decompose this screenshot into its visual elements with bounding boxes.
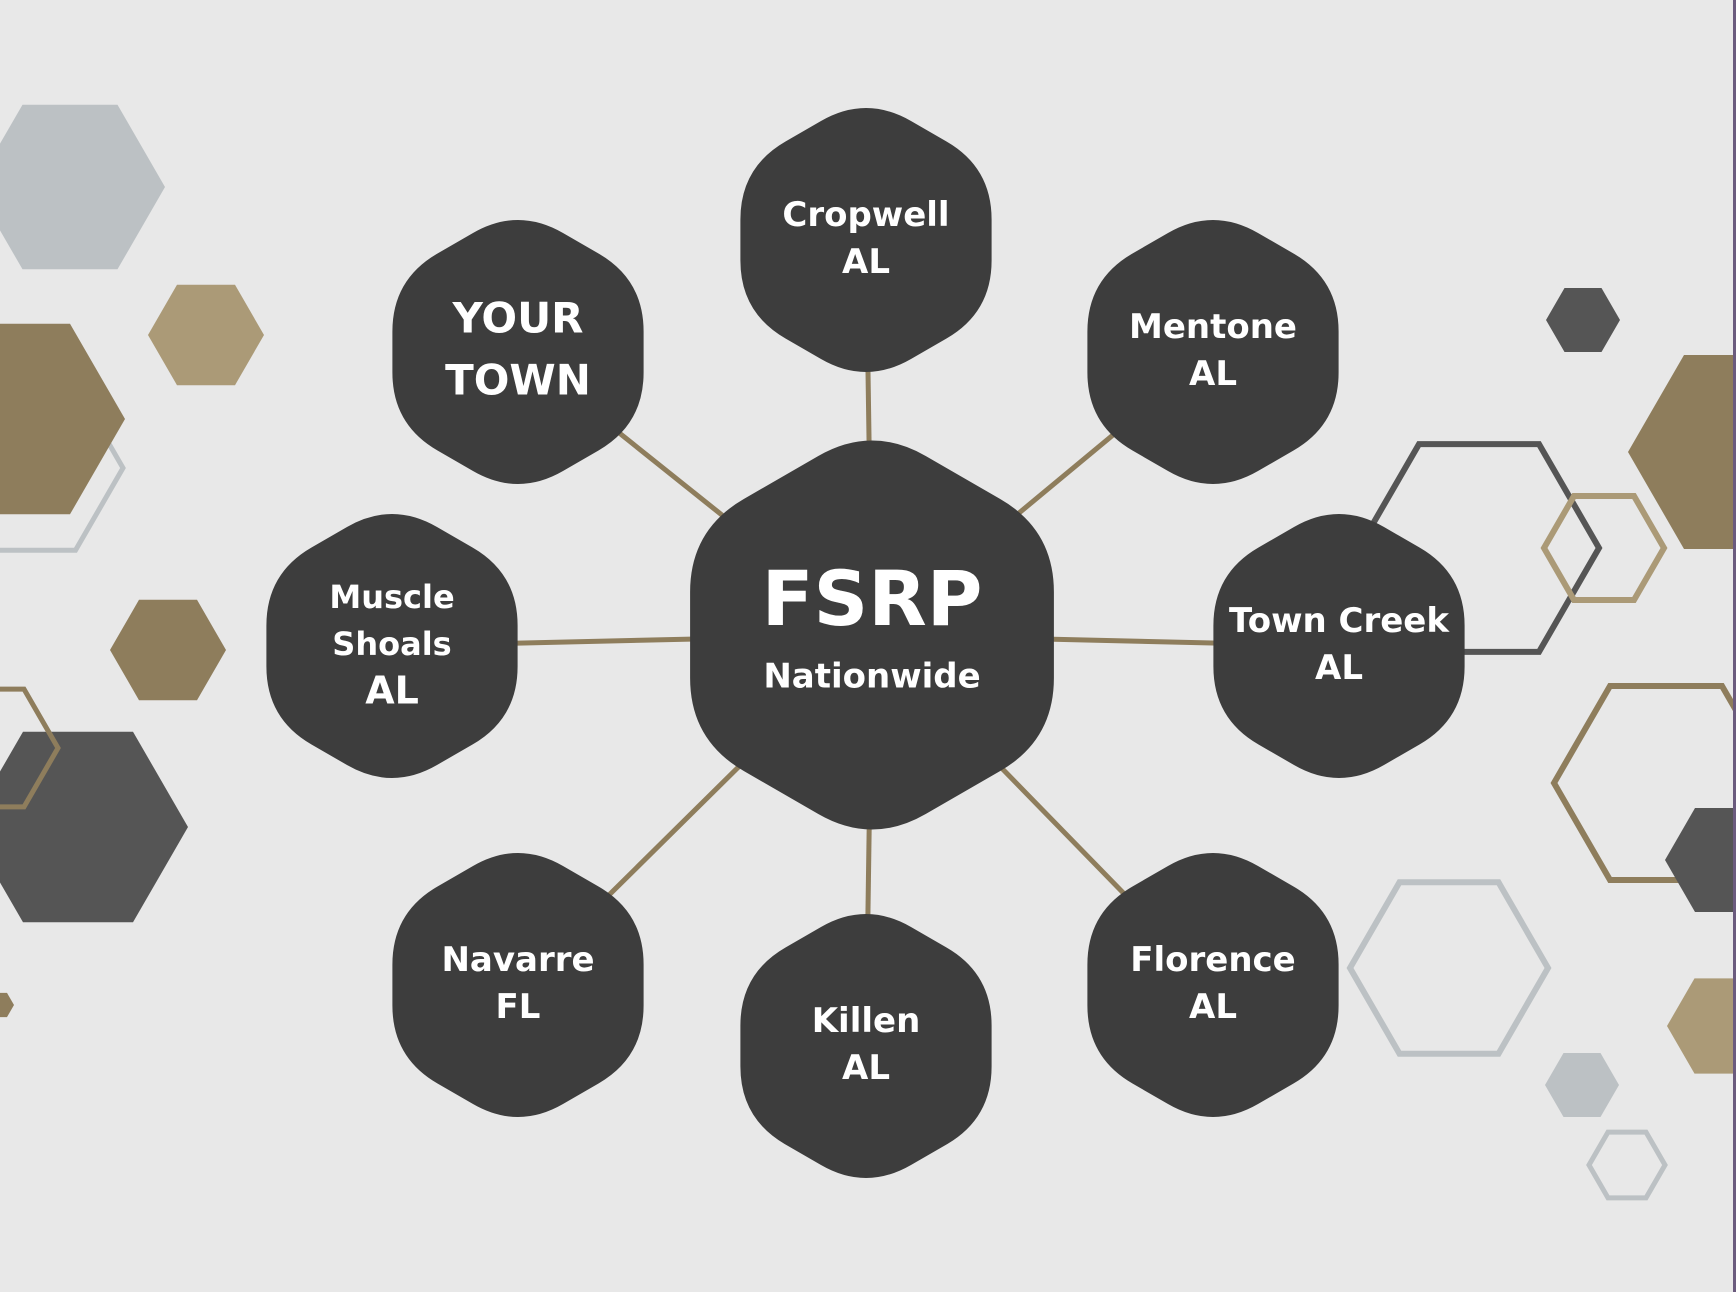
decorative-hexagon xyxy=(0,323,125,515)
node-label-line2: AL xyxy=(842,1048,890,1088)
decorative-hexagon xyxy=(1540,493,1668,603)
node-label-line1: Town Creek xyxy=(1229,601,1450,641)
decorative-hexagon xyxy=(1667,978,1736,1074)
node-label-line1: Killen xyxy=(812,1001,921,1041)
decorative-hexagon xyxy=(1545,1053,1619,1117)
decorative-hexagon xyxy=(1546,288,1620,352)
node-label-line2: AL xyxy=(1189,987,1237,1027)
hub-title: FSRP xyxy=(762,554,983,643)
node-label-line2: TOWN xyxy=(445,356,591,405)
decorative-hexagon xyxy=(1586,1129,1668,1201)
node-label-line1: Muscle xyxy=(329,578,454,616)
node-hexagon xyxy=(1087,220,1339,484)
node-label-line2: AL xyxy=(1315,648,1363,688)
decorative-hexagon xyxy=(148,284,264,386)
node-label-line1: Florence xyxy=(1130,940,1295,980)
node-hexagon xyxy=(392,220,644,484)
node-label-line1: Navarre xyxy=(441,940,594,980)
node-label-line1: YOUR xyxy=(451,294,583,343)
node-label-line1: Mentone xyxy=(1129,307,1297,347)
node-label-line3: AL xyxy=(365,669,419,713)
right-border-line xyxy=(1733,0,1736,1292)
node-label-line2: AL xyxy=(1189,354,1237,394)
decorative-hexagon xyxy=(0,992,14,1018)
decorative-hexagon xyxy=(1665,808,1736,912)
decorative-hexagon xyxy=(110,599,226,701)
decorative-hexagon xyxy=(0,686,61,810)
node-label-line2: FL xyxy=(496,987,541,1027)
node-label-line2: Shoals xyxy=(332,625,451,663)
decorative-hexagon xyxy=(0,731,188,923)
node-hexagon xyxy=(1087,853,1339,1117)
node-your-town: YOUR TOWN xyxy=(392,220,644,484)
hub-node: FSRP Nationwide xyxy=(690,440,1054,830)
node-hexagon xyxy=(740,914,992,1178)
decorative-hexagon xyxy=(1628,355,1736,549)
hub-subtitle: Nationwide xyxy=(763,657,980,697)
node-label-line2: AL xyxy=(842,242,890,282)
node-hexagon xyxy=(740,108,992,372)
decorative-hexagon xyxy=(0,104,165,270)
decorative-hexagon xyxy=(1346,879,1552,1057)
node-hexagon xyxy=(392,853,644,1117)
node-hexagon xyxy=(266,514,518,778)
node-hexagon xyxy=(1213,514,1465,778)
node-label-line1: Cropwell xyxy=(782,195,949,235)
hub-hexagon xyxy=(690,440,1054,830)
